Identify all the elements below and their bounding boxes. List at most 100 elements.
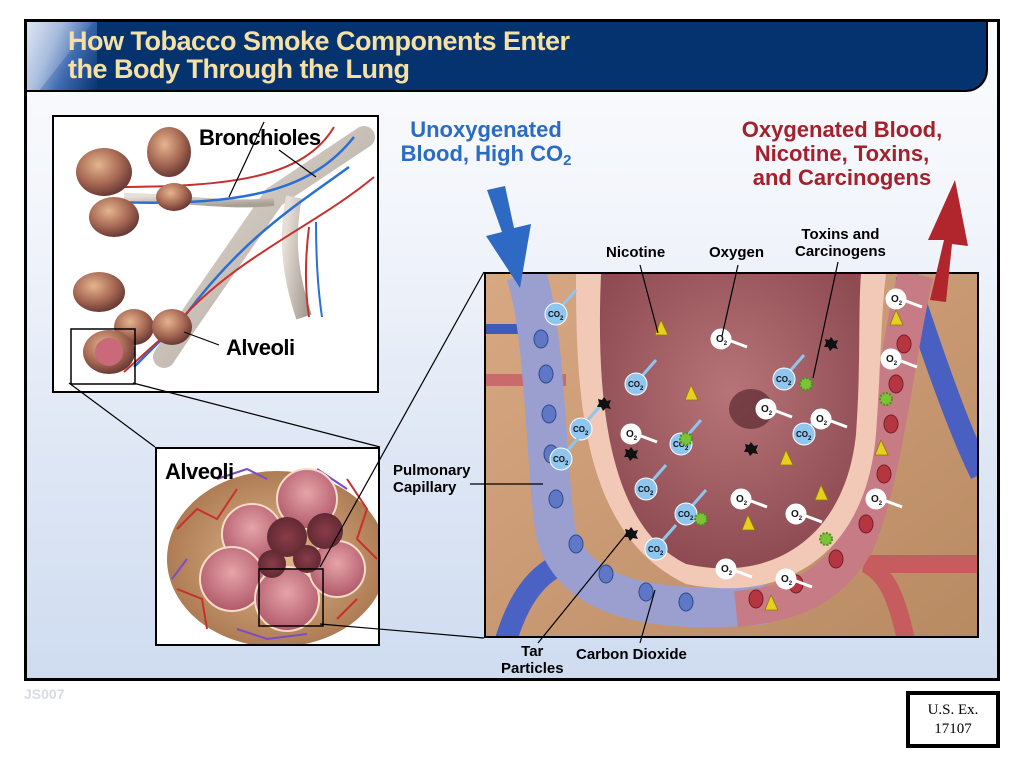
red-blood-cells-oxygenated	[748, 334, 912, 609]
alveolar-pore	[729, 389, 773, 429]
o2-molecule-icon: O2	[775, 568, 797, 590]
o2-arrow-icon	[805, 514, 823, 524]
alveoli-cluster	[89, 197, 139, 237]
svg-text:O2: O2	[721, 564, 733, 577]
bronchioles-illustration	[70, 121, 375, 385]
zoom-region-box	[258, 568, 324, 627]
co2-arrow-icon	[585, 404, 603, 422]
artery	[123, 176, 375, 373]
o2-arrow-icon	[900, 359, 918, 369]
label-bronchioles: Bronchioles	[199, 125, 321, 150]
nicotine-particle-icon	[684, 383, 699, 401]
nicotine-particle-icon	[874, 438, 889, 456]
tar-particle-icon	[624, 527, 638, 541]
o2-molecule-icon: O2	[620, 423, 642, 445]
svg-text:O2: O2	[791, 509, 803, 522]
toxin-particle-icon	[799, 377, 813, 391]
o2-arrow-icon	[830, 419, 848, 429]
toxin-particle-icon	[694, 512, 708, 526]
co2-molecule-icon: CO2	[544, 302, 568, 326]
svg-text:O2: O2	[626, 429, 638, 442]
nicotine-particle-icon	[779, 448, 794, 466]
bronchiole-trunk	[153, 126, 375, 368]
o2-molecule-icon: O2	[785, 503, 807, 525]
o2-molecule-icon: O2	[715, 558, 737, 580]
alveoli-cluster	[152, 309, 192, 345]
tar-particle-icon	[624, 447, 638, 461]
toxin-particle-icon	[679, 432, 693, 446]
co2-arrow-icon	[650, 464, 668, 482]
callout-pulmonary-capillary: Pulmonary Capillary	[393, 462, 471, 496]
o2-molecule-icon: O2	[730, 488, 752, 510]
svg-text:O2: O2	[736, 494, 748, 507]
alveoli-clusters	[73, 127, 192, 374]
co2-arrow-icon	[565, 434, 583, 452]
o2-molecule-icon: O2	[810, 408, 832, 430]
o2-arrow-icon	[885, 499, 903, 509]
co2-molecule-icon: CO2	[634, 477, 658, 501]
outgoing-blood-headline: Oxygenated Blood, Nicotine, Toxins, and …	[741, 117, 943, 190]
callout-toxins-carcinogens: Toxins and Carcinogens	[795, 226, 886, 260]
exhibit-label: U.S. Ex. 17107	[906, 691, 1000, 748]
callout-carbon-dioxide: Carbon Dioxide	[576, 646, 687, 663]
co2-molecule-icon: CO2	[772, 367, 796, 391]
svg-text:O2: O2	[781, 574, 793, 587]
svg-text:O2: O2	[886, 354, 898, 367]
toxin-particle-icon	[879, 392, 893, 406]
alveoli-cluster	[147, 127, 191, 177]
artery	[113, 126, 335, 188]
tar-particle-icon	[597, 397, 611, 411]
co2-arrow-icon	[640, 359, 658, 377]
header-bar: How Tobacco Smoke Components Enter the B…	[27, 22, 988, 92]
svg-text:O2: O2	[871, 494, 883, 507]
alveolar-airspace	[599, 274, 861, 569]
co2-molecule-icon: CO2	[569, 417, 593, 441]
co2-arrow-icon	[788, 354, 806, 372]
o2-molecule-icon: O2	[710, 328, 732, 350]
nicotine-particle-icon	[814, 483, 829, 501]
co2-arrow-icon	[685, 419, 703, 437]
alveoli-cluster	[73, 272, 125, 312]
alveolus	[254, 566, 320, 632]
callout-line	[278, 149, 317, 178]
o2-arrow-icon	[735, 569, 753, 579]
o2-arrow-icon	[750, 499, 768, 509]
alveolus-deep	[258, 550, 286, 578]
label-alveoli: Alveoli	[226, 335, 295, 360]
label-alveoli-detail: Alveoli	[165, 459, 234, 484]
alveoli-detail-panel: Alveoli	[155, 447, 380, 646]
alveoli-cut	[95, 338, 123, 366]
nicotine-particle-icon	[764, 593, 779, 611]
incoming-blood-text: Unoxygenated Blood, High CO	[400, 117, 564, 166]
co2-molecule-icon: CO2	[624, 372, 648, 396]
o2-arrow-icon	[795, 579, 813, 589]
co2-molecule-icon: CO2	[549, 447, 573, 471]
callout-line	[228, 121, 265, 198]
artery	[304, 226, 310, 318]
callout-tar-particles: Tar Particles	[501, 643, 564, 677]
co2-arrow-icon	[560, 289, 578, 307]
callout-oxygen: Oxygen	[709, 244, 765, 261]
callout-line	[183, 331, 220, 346]
alveoli-cluster	[156, 183, 192, 211]
alveolus-deep	[307, 513, 343, 549]
bronchioles-panel: Bronchioles Alveoli	[52, 115, 379, 393]
o2-arrow-icon	[640, 434, 658, 444]
background-vessel	[861, 555, 977, 636]
callout-nicotine: Nicotine	[606, 244, 666, 261]
vein	[133, 165, 350, 368]
o2-molecule-icon: O2	[885, 288, 907, 310]
nicotine-particle-icon	[741, 513, 756, 531]
page-title: How Tobacco Smoke Components Enter the B…	[68, 26, 570, 84]
co2-molecule-icon: CO2	[674, 502, 698, 526]
svg-text:O2: O2	[891, 294, 903, 307]
alveolus-deep	[293, 545, 321, 573]
o2-molecule-icon: O2	[880, 348, 902, 370]
co2-arrow-icon	[660, 524, 678, 542]
svg-text:O2: O2	[816, 414, 828, 427]
toxin-particle-icon	[819, 532, 833, 546]
nicotine-particle-icon	[889, 308, 904, 326]
o2-arrow-icon	[775, 409, 793, 419]
